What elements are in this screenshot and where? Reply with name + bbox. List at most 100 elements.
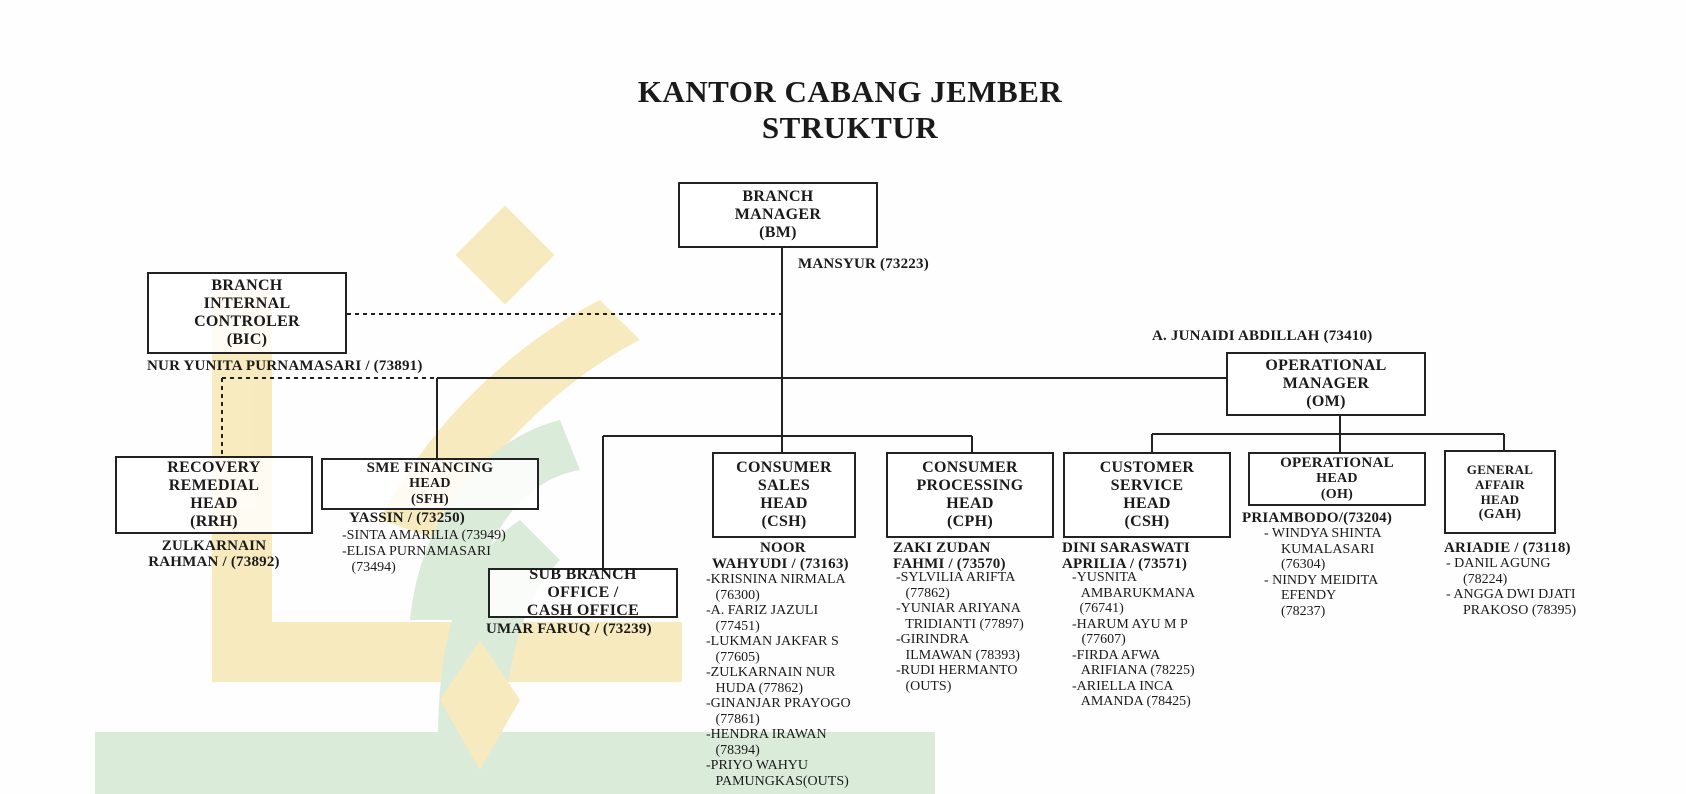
operational-manager-box: OPERATIONAL MANAGER (OM) xyxy=(1226,352,1426,416)
gah-title-line: AFFAIR xyxy=(1475,477,1525,492)
bic-name: NUR YUNITA PURNAMASARI / (73891) xyxy=(147,358,423,374)
cph-title-line: CONSUMER xyxy=(922,459,1018,476)
staff-item: -ELISA PURNAMASARI xyxy=(342,544,491,559)
staff-item: (77451) xyxy=(712,618,760,634)
staff-item: -ARIELLA INCA xyxy=(1072,678,1174,694)
staff-item: -HARUM AYU M P xyxy=(1072,616,1188,632)
staff-item: EFENDY xyxy=(1274,588,1337,603)
sbo-title-line: SUB BRANCH xyxy=(529,566,637,583)
staff-item: (78224) xyxy=(1456,571,1508,587)
consumer-sales-head-box: CONSUMER SALES HEAD (CSH) xyxy=(712,452,856,538)
rrh-box: RECOVERY REMEDIAL HEAD (RRH) xyxy=(115,456,313,534)
page-subtitle: STRUKTUR xyxy=(761,110,939,145)
cph-title-line: PROCESSING xyxy=(916,477,1024,494)
gah-name: ARIADIE / (73118) xyxy=(1444,540,1571,556)
staff-item: - ANGGA DWI DJATI xyxy=(1446,587,1576,602)
om-title-line: (OM) xyxy=(1306,393,1346,410)
csh-sales-name-line: NOOR xyxy=(760,540,806,556)
cph-staff-list: -SYLVILIA ARIFTA (77862) -YUNIAR ARIYANA… xyxy=(896,570,1024,694)
rrh-name: ZULKARNAIN RAHMAN / (73892) xyxy=(115,538,313,570)
staff-item: -RUDI HERMANTO xyxy=(896,663,1018,678)
sbo-name: UMAR FARUQ / (73239) xyxy=(486,621,652,637)
staff-item: (77862) xyxy=(902,585,950,601)
sbo-title-line: OFFICE / xyxy=(547,584,619,601)
staff-item: PRAKOSO (78395) xyxy=(1456,602,1577,618)
customer-service-head-box: CUSTOMER SERVICE HEAD (CSH) xyxy=(1063,452,1231,538)
staff-item: -SINTA AMARILIA (73949) xyxy=(342,528,506,543)
staff-item: (78237) xyxy=(1274,603,1326,619)
staff-item: PAMUNGKAS(OUTS) xyxy=(712,773,849,789)
staff-item: KUMALASARI xyxy=(1274,541,1375,557)
staff-item: -GINANJAR PRAYOGO xyxy=(706,696,851,711)
csh-sales-name: NOOR WAHYUDI / (73163) xyxy=(712,540,882,572)
branch-manager-name: MANSYUR (73223) xyxy=(798,256,929,272)
staff-item: - DANIL AGUNG xyxy=(1446,556,1551,571)
page-title: KANTOR CABANG JEMBER xyxy=(637,74,1063,109)
oh-title-line: OPERATIONAL xyxy=(1280,455,1394,471)
csh-sales-staff-list: -KRISNINA NIRMALA (76300) -A. FARIZ JAZU… xyxy=(706,572,851,789)
general-affair-head-box: GENERAL AFFAIR HEAD (GAH) xyxy=(1444,450,1556,534)
oh-title-line: (OH) xyxy=(1320,487,1354,502)
bic-title-line: (BIC) xyxy=(226,331,268,348)
csh-service-title-line: SERVICE xyxy=(1110,477,1184,494)
gah-title-line: HEAD xyxy=(1480,492,1520,507)
rrh-name-line: RAHMAN / (73892) xyxy=(148,554,280,570)
sbo-title-line: CASH OFFICE xyxy=(526,602,640,619)
staff-item: -A. FARIZ JAZULI xyxy=(706,603,819,618)
csh-service-name: DINI SARASWATI APRILIA / (73571) xyxy=(1062,540,1190,572)
gah-title-line: GENERAL xyxy=(1466,462,1534,477)
staff-item: ILMAWAN (78393) xyxy=(902,647,1020,663)
csh-service-title-line: CUSTOMER xyxy=(1099,459,1195,476)
consumer-processing-head-box: CONSUMER PROCESSING HEAD (CPH) xyxy=(886,452,1054,538)
sfh-title-line: SME FINANCING xyxy=(366,460,494,476)
rrh-name-line: ZULKARNAIN xyxy=(161,538,267,554)
rrh-title-line: (RRH) xyxy=(190,513,238,530)
staff-item: (78394) xyxy=(712,742,760,758)
cph-name-line: ZAKI ZUDAN xyxy=(893,540,991,556)
staff-item: (76741) xyxy=(1076,601,1124,616)
csh-sales-title-line: (CSH) xyxy=(761,513,807,530)
bic-title-line: CONTROLER xyxy=(194,313,300,330)
staff-item: ARIFIANA (78225) xyxy=(1078,663,1195,678)
csh-sales-title-line: SALES xyxy=(757,477,811,494)
staff-item: (77607) xyxy=(1078,632,1126,647)
bic-title-line: BRANCH xyxy=(211,277,283,294)
rrh-title-line: HEAD xyxy=(190,495,238,512)
csh-service-name-line: APRILIA / (73571) xyxy=(1062,556,1188,572)
staff-item: -YUSNITA xyxy=(1072,570,1137,585)
cph-name: ZAKI ZUDAN FAHMI / (73570) xyxy=(893,540,1006,572)
staff-item: -KRISNINA NIRMALA xyxy=(706,572,846,587)
csh-service-name-line: DINI SARASWATI xyxy=(1062,540,1190,556)
sfh-title-line: HEAD xyxy=(409,476,451,491)
gah-title-line: (GAH) xyxy=(1478,507,1522,522)
sfh-box: SME FINANCING HEAD (SFH) xyxy=(321,458,539,510)
cph-title-line: HEAD xyxy=(946,495,994,512)
bm-title-line: BRANCH xyxy=(742,188,814,205)
staff-item: - NINDY MEIDITA xyxy=(1264,572,1379,588)
staff-item: (76300) xyxy=(712,587,760,603)
staff-item: AMBARUKMANA xyxy=(1078,585,1196,601)
csh-sales-title-line: HEAD xyxy=(760,495,808,512)
staff-item: - WINDYA SHINTA xyxy=(1264,526,1382,541)
staff-item: -PRIYO WAHYU xyxy=(706,758,809,773)
gah-staff-list: - DANIL AGUNG (78224) - ANGGA DWI DJATI … xyxy=(1446,556,1576,618)
oh-staff-list: - WINDYA SHINTA KUMALASARI (76304) - NIN… xyxy=(1264,526,1382,619)
staff-item: (77861) xyxy=(712,711,760,727)
staff-item: (73494) xyxy=(348,560,396,575)
staff-item: HUDA (77862) xyxy=(712,680,804,696)
rrh-title-line: REMEDIAL xyxy=(168,477,260,494)
sfh-name: YASSIN / (73250) xyxy=(349,510,466,526)
bic-box: BRANCH INTERNAL CONTROLER (BIC) xyxy=(147,272,347,354)
staff-item: -HENDRA IRAWAN xyxy=(706,727,827,742)
oh-title-line: HEAD xyxy=(1316,471,1358,486)
bic-title-line: INTERNAL xyxy=(203,295,291,312)
sub-branch-office-box: SUB BRANCH OFFICE / CASH OFFICE xyxy=(488,566,678,619)
staff-item: -YUNIAR ARIYANA xyxy=(896,601,1021,616)
staff-item: (76304) xyxy=(1274,557,1326,572)
csh-sales-name-line: WAHYUDI / (73163) xyxy=(712,556,849,572)
staff-item: -FIRDA AFWA xyxy=(1072,647,1161,663)
staff-item: -LUKMAN JAKFAR S xyxy=(706,634,839,649)
staff-item: (OUTS) xyxy=(902,678,952,694)
csh-service-title-line: HEAD xyxy=(1123,495,1171,512)
